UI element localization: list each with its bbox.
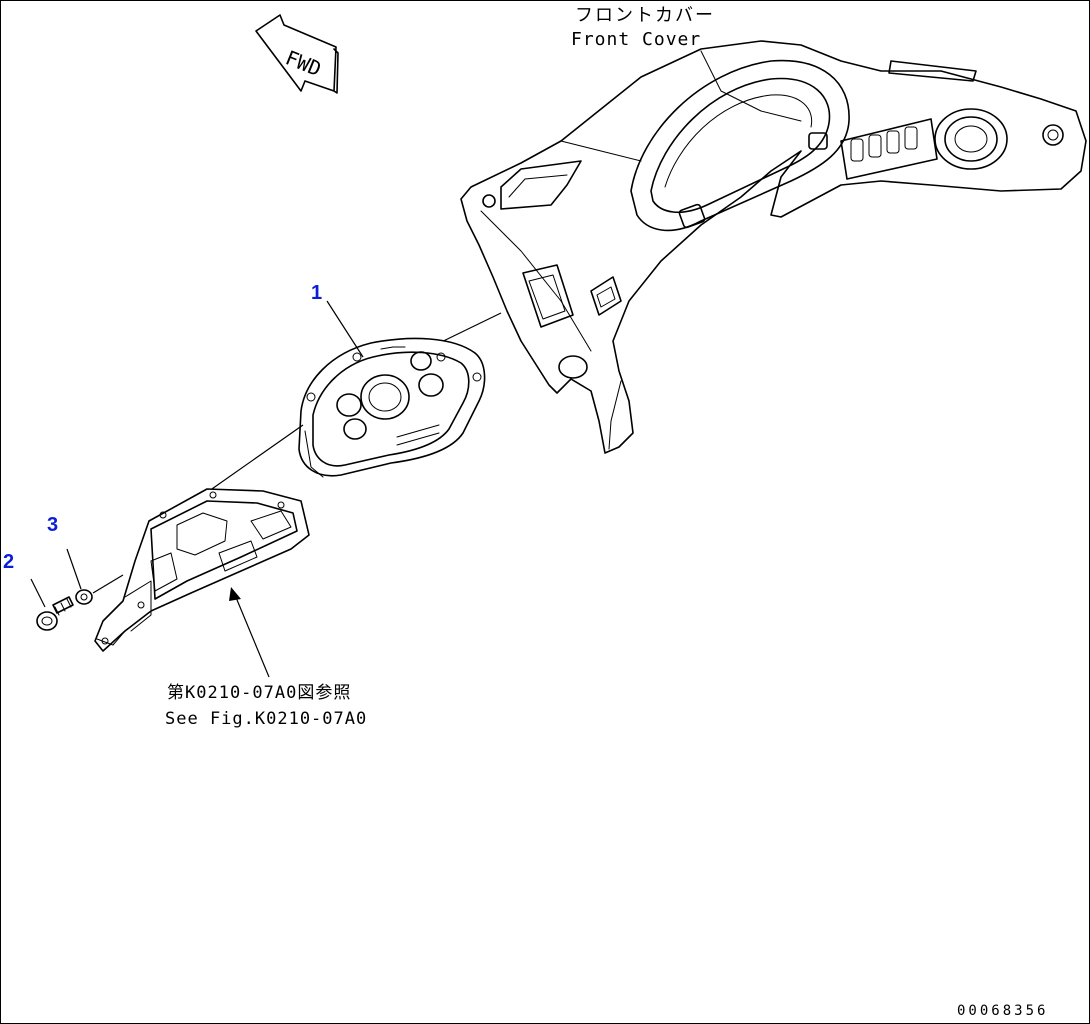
front-cover-label-en: Front Cover [571,29,702,50]
washer-part [75,589,93,605]
see-fig-label-en: See Fig.K0210-07A0 [165,709,368,729]
leader-arrowhead [229,587,241,601]
leader-callout-2 [30,578,46,608]
leader-callout-1 [326,300,364,358]
fwd-arrow-icon: FWD [255,14,339,94]
callout-1: 1 [311,282,323,304]
meter-back-cover-part [94,488,310,652]
instrument-cluster-part [298,337,486,478]
see-fig-label-jp: 第K0210-07A0図参照 [167,683,352,703]
screw-part [36,596,74,631]
leader-meter-to-cover [208,424,304,492]
front-cover-part [460,40,1087,454]
leader-washer-to-cover [92,574,124,594]
front-cover-label-jp: フロントカバー [575,5,715,26]
drawing-number: 00068356 [957,1003,1049,1019]
leader-callout-3 [66,548,82,590]
leader-see-fig [234,594,270,678]
callout-3: 3 [47,514,59,536]
callout-2: 2 [3,551,15,573]
